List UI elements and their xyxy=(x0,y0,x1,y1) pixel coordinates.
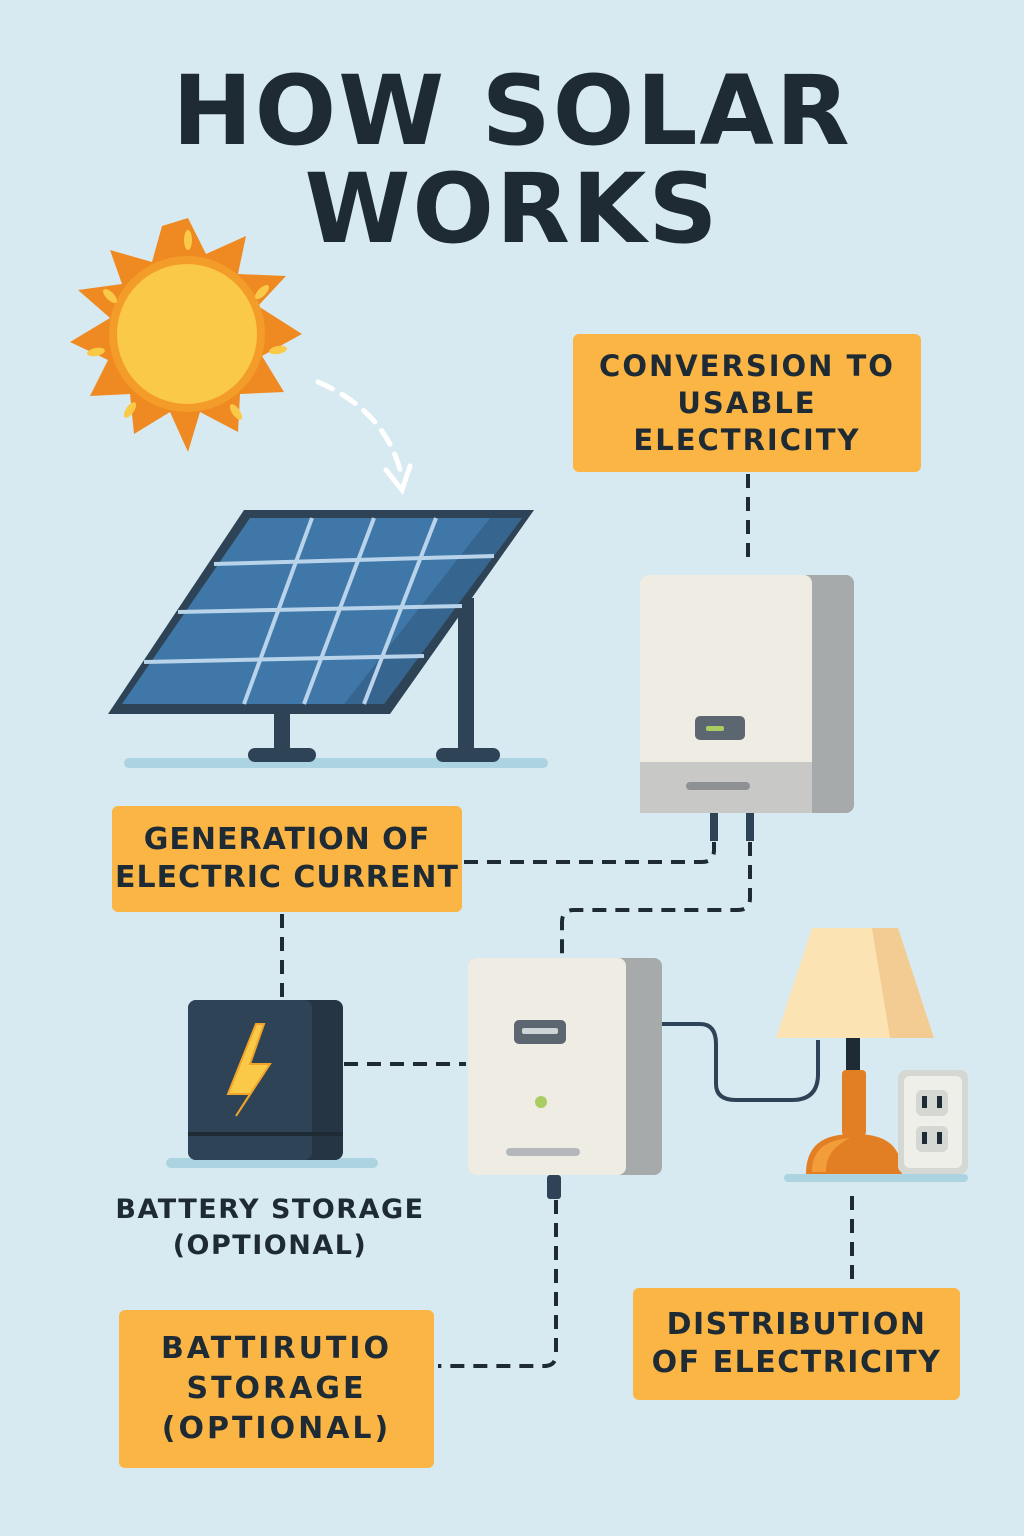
battery-label-line-2: STORAGE xyxy=(186,1371,367,1406)
connector-controller-storage xyxy=(438,1200,558,1368)
outlet-icon xyxy=(898,1070,968,1174)
distribution-label-line-1: DISTRIBUTION xyxy=(666,1307,927,1342)
connector-generation-inverter xyxy=(464,842,716,864)
inverter-icon xyxy=(640,575,854,841)
lamp-icon xyxy=(776,928,968,1182)
conversion-label-line-1: CONVERSION TO xyxy=(599,348,895,383)
battery-label-line-3: (OPTIONAL) xyxy=(161,1411,392,1446)
battery-storage-label: BATTIRUTIO STORAGE (OPTIONAL) xyxy=(119,1310,434,1468)
conversion-label-line-2: USABLE xyxy=(677,385,817,420)
conversion-label: CONVERSION TO USABLE ELECTRICITY xyxy=(573,334,921,472)
sun-icon xyxy=(70,218,302,452)
connector-inverter-controller xyxy=(560,842,752,958)
generation-label-line-2: ELECTRIC CURRENT xyxy=(115,860,459,895)
battery-caption-line-1: BATTERY STORAGE xyxy=(115,1194,425,1225)
solar-panel-icon xyxy=(108,510,548,768)
power-cable xyxy=(662,1022,820,1102)
generation-label-line-1: GENERATION OF xyxy=(143,822,431,857)
connector-lines xyxy=(280,474,854,1368)
battery-label-line-1: BATTIRUTIO xyxy=(160,1331,393,1366)
title-line-1: HOW SOLAR xyxy=(172,55,852,167)
distribution-label-line-2: OF ELECTRICITY xyxy=(651,1345,942,1380)
conversion-label-line-3: ELECTRICITY xyxy=(633,422,861,457)
battery-caption-line-2: (OPTIONAL) xyxy=(172,1230,368,1261)
battery-storage-caption: BATTERY STORAGE (OPTIONAL) xyxy=(100,1192,440,1264)
sunlight-arrow xyxy=(315,379,413,496)
page-title: HOW SOLAR WORKS xyxy=(0,62,1024,258)
battery-icon xyxy=(166,1000,378,1168)
distribution-label: DISTRIBUTION OF ELECTRICITY xyxy=(633,1288,960,1400)
generation-label: GENERATION OF ELECTRIC CURRENT xyxy=(112,806,462,912)
charge-controller-icon xyxy=(468,958,662,1199)
title-line-2: WORKS xyxy=(304,153,720,265)
